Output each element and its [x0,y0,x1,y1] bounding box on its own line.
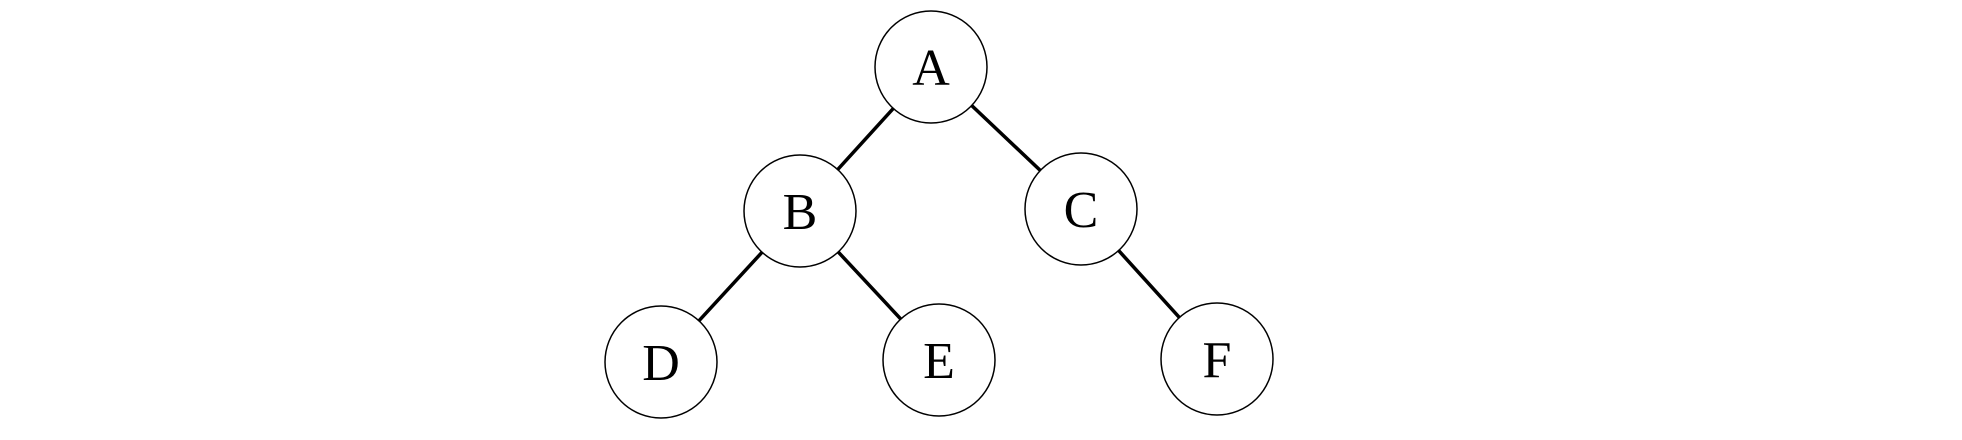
tree-node-B: B [743,154,857,268]
node-label-D: D [642,335,680,392]
node-circle-A [874,10,988,124]
node-circle-D [604,305,718,419]
tree-node-F: F [1160,302,1274,416]
node-label-B: B [783,184,818,241]
node-label-E: E [923,333,955,390]
node-circle-C [1024,152,1138,266]
node-circle-B [743,154,857,268]
node-label-F: F [1203,332,1232,389]
node-label-C: C [1064,182,1099,239]
tree-node-A: A [874,10,988,124]
node-label-A: A [912,40,950,97]
tree-node-C: C [1024,152,1138,266]
node-circle-E [882,303,996,417]
node-circle-F [1160,302,1274,416]
tree-node-E: E [882,303,996,417]
tree-node-D: D [604,305,718,419]
